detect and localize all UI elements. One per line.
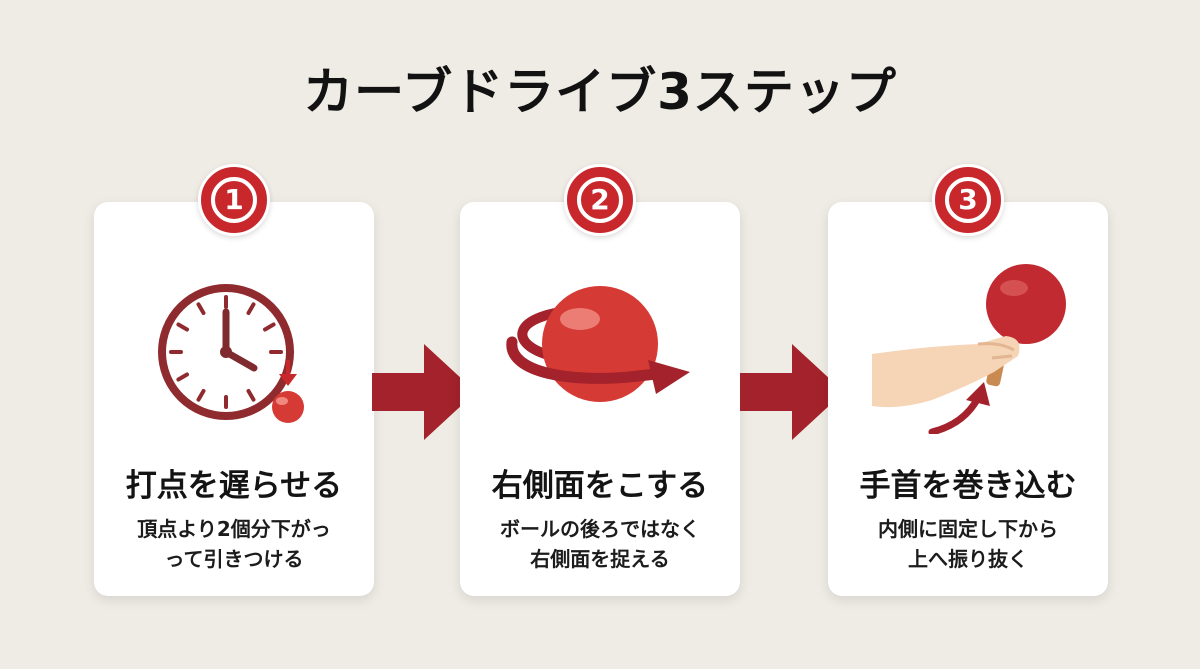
step-card-2: 右側面をこする ボールの後ろではなく 右側面を捉える [460,202,740,596]
arrow-right-icon [740,344,844,440]
clock-with-ball-icon [158,284,304,423]
step-card-1: 打点を遅らせる 頂点より2個分下がっ って引きつける [94,202,374,596]
diagram-title: カーブドライブ3ステップ [303,63,897,121]
step-desc-1: 頂点より2個分下がっ って引きつける [137,517,331,571]
step-desc-3: 内側に固定し下から 上へ振り抜く [878,517,1058,571]
step-badge-1: 1 [198,164,270,236]
step-title-3: 手首を巻き込む [859,468,1077,504]
step-desc-2: ボールの後ろではなく 右側面を捉える [500,517,700,571]
step-title-2: 右側面をこする [491,468,709,504]
step-badge-2: 2 [564,164,636,236]
wrist-paddle-icon [872,264,1066,434]
arrow-right-icon [372,344,476,440]
step-badge-3: 3 [932,164,1004,236]
spinning-ball-icon [506,286,690,402]
step-title-1: 打点を遅らせる [125,468,343,504]
step-card-3: 手首を巻き込む 内側に固定し下から 上へ振り抜く [828,202,1108,596]
